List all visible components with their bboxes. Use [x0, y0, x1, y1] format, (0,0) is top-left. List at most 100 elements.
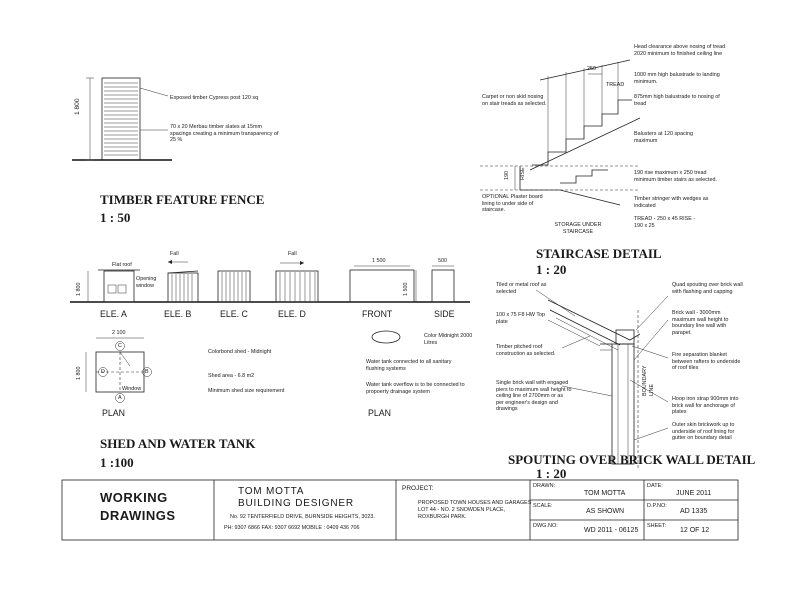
fence-drawing: [72, 77, 172, 161]
tank-front-elevation: [349, 269, 415, 303]
spout-title: SPOUTING OVER BRICK WALL DETAIL: [508, 452, 756, 467]
shed-title: SHED AND WATER TANK: [100, 436, 256, 451]
fence-scale: 1 : 50: [100, 210, 131, 225]
spout-pitched-note: Timber pitched roof construction as sele…: [496, 344, 556, 357]
dwgno-label: DWG.NO:: [533, 523, 558, 529]
stair-balusters-note: Balusters at 120 spacing maximum: [634, 131, 694, 144]
stair-storage-label: STORAGE UNDER STAIRCASE: [554, 222, 602, 235]
shed-elevations: [70, 260, 470, 303]
shed-plan: [85, 330, 401, 403]
date-value: JUNE 2011: [676, 490, 712, 497]
plan-marker-a: A: [118, 395, 122, 401]
elevation-d: [275, 270, 319, 303]
date-label: DATE:: [647, 483, 663, 489]
elevation-label-side: SIDE: [434, 309, 455, 319]
plan-marker-c: C: [118, 343, 122, 349]
spout-hoop-note: Hoop iron strap 900mm into brick wall fo…: [672, 396, 739, 416]
elevation-b: [167, 272, 199, 303]
project-line-2: LOT 44 - NO. 2 SNOWDEN PLACE,: [418, 507, 506, 513]
tank-height-dim: 1 500: [403, 282, 409, 297]
stair-carpet-note: Carpet or non skid nosing on stair tread…: [482, 94, 547, 107]
stair-dim-rise: RISE: [520, 167, 526, 180]
title-block-heading-2: DRAWINGS: [100, 508, 176, 523]
drawn-value: TOM MOTTA: [584, 490, 626, 497]
stair-title: STAIRCASE DETAIL: [536, 246, 662, 261]
scale-label: SCALE:: [533, 503, 553, 509]
elevation-label-c: ELE. C: [220, 309, 248, 319]
elevation-a: [103, 270, 135, 303]
spout-brick-wall-note: Brick wall - 3000mm maximum wall height …: [672, 310, 729, 336]
designer-address: No. 92 TENTERFIELD DRIVE, BURNSIDE HEIGH…: [230, 514, 375, 520]
sheet-value: 12 OF 12: [680, 527, 710, 534]
title-block-frame: [61, 479, 739, 541]
tank-side-dim: 500: [438, 258, 447, 264]
shed-height-dim: 1 800: [76, 282, 82, 297]
drawn-label: DRAWN:: [533, 483, 556, 489]
fence-note-post: Exposed timber Cypress post 120 sq: [170, 95, 259, 101]
tank-flushing-note: Water tank connected to all sanitary flu…: [366, 359, 452, 372]
stair-treads: [532, 99, 632, 166]
staircase-drawing: [480, 59, 641, 206]
project-line-1: PROPOSED TOWN HOUSES AND GARAGES: [418, 500, 532, 506]
dpno-value: AD 1335: [680, 508, 708, 515]
handrail: [539, 59, 631, 81]
spout-fire-note: Fire separation blanket between rafters …: [672, 352, 741, 372]
fence-slats: [104, 82, 138, 156]
designer-role: BUILDING DESIGNER: [238, 498, 354, 509]
quad-spouting: [615, 329, 635, 345]
tank-plan-label: PLAN: [368, 408, 391, 418]
spout-tiled-note: Tiled or metal roof as selected: [496, 282, 547, 295]
elevation-label-d: ELE. D: [278, 309, 306, 319]
fence-title: TIMBER FEATURE FENCE: [100, 192, 265, 207]
stair-dim-tread: TREAD: [606, 82, 625, 88]
project-line-3: ROXBURGH PARK.: [418, 514, 467, 520]
brick-wall: [611, 343, 635, 465]
tank-side-elevation: [431, 269, 455, 303]
stair-tread-rise-note: TREAD - 250 x 45 RISE - 190 x 25: [634, 216, 696, 229]
roof-line: [547, 299, 641, 341]
spout-scale: 1 : 20: [536, 466, 567, 481]
designer-contacts: PH: 9307 6866 FAX: 9307 6692 MOBILE : 04…: [224, 525, 360, 531]
plan-marker-b: B: [145, 369, 149, 375]
plan-marker-d: D: [101, 369, 105, 375]
stair-dim-250: 250: [587, 66, 596, 72]
spout-boundary-label: BOUNDARY LINE: [642, 365, 655, 396]
fence-height-dim: 1 800: [74, 98, 81, 115]
sheet-label: SHEET:: [647, 523, 667, 529]
elevation-label-b: ELE. B: [164, 309, 192, 319]
spout-outer-note: Outer skin brickwork up to underside of …: [672, 422, 735, 442]
designer-name: TOM MOTTA: [238, 486, 305, 497]
shed-area-note: Shed area - 6.8 m2: [208, 373, 255, 379]
stair-head-note: Head clearance above nosing of tread 202…: [634, 44, 726, 57]
stair-rise-note: 190 rise maximum x 250 tread minimum tim…: [634, 170, 717, 183]
stair-optional-note: OPTIONAL Plaster board lining to under s…: [482, 194, 543, 214]
shed-scale: 1 :100: [100, 455, 134, 470]
shed-fall-label-2: Fall: [288, 251, 297, 257]
dwgno-value: WD 2011 - 06125: [584, 527, 639, 534]
stair-dim-190: 190: [504, 171, 510, 180]
flat-roof-note: Flat roof: [112, 262, 132, 268]
fence-note-slats: 70 x 20 Merbau timber slates at 15mm spa…: [170, 124, 279, 144]
elevation-label-a: ELE. A: [100, 309, 127, 319]
dpno-label: D.P.NO:: [647, 503, 667, 509]
shed-minimum-note: Minimum shed size requirement: [208, 388, 285, 394]
spout-single-brick-note: Single brick wall with engaged piers to …: [496, 380, 572, 413]
project-label: PROJECT:: [402, 485, 434, 492]
water-tank-plan: [371, 330, 401, 344]
stair-balustrade-landing-note: 1000 mm high balustrade to landing minim…: [634, 72, 720, 85]
balusters: [547, 62, 619, 152]
spouting-drawing: [535, 289, 669, 470]
stair-balustrade-tread-note: 875mm high balustrade to nosing of tread: [634, 94, 720, 107]
plan-window-label: Window: [122, 386, 142, 392]
tank-colour-note: Color Midnight 2000 Litres: [424, 333, 473, 346]
title-block-heading-1: WORKING: [100, 490, 168, 505]
elevation-label-front: FRONT: [362, 309, 393, 319]
shed-colour-note: Colorbond shed - Midnight: [208, 349, 272, 355]
spout-quad-note: Quad spouting over brick wall with flash…: [672, 282, 743, 295]
stair-scale: 1 : 20: [536, 262, 567, 277]
tank-overflow-note: Water tank overflow is to be connected t…: [366, 382, 465, 395]
plan-width-dim: 2 100: [112, 330, 126, 336]
stair-stringer-note: Timber stringer with wedges as indicated: [634, 196, 709, 209]
scale-value: AS SHOWN: [586, 508, 625, 515]
